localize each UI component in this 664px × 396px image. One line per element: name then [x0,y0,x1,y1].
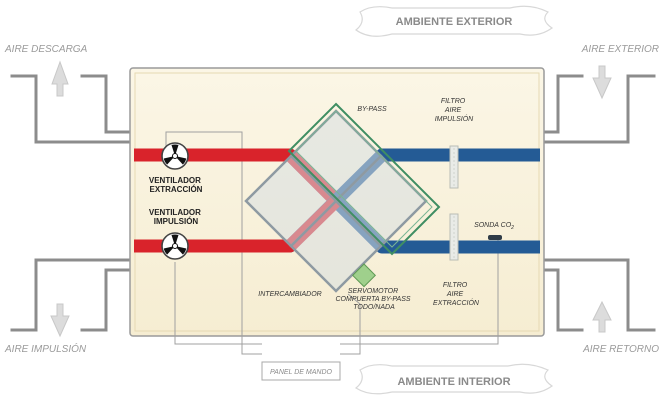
outdoor-label: AIRE EXTERIOR [581,44,659,55]
control-wiring [165,131,499,355]
interior-cloud [354,363,554,395]
extract-filter [449,213,459,261]
exterior-cloud [355,5,554,37]
supply-filter [449,145,459,189]
control-panel-box [261,361,341,381]
interior-zone-label: AMBIENTE INTERIOR [397,376,510,388]
control-panel-label: PANEL DE MANDO [270,369,333,376]
external-ducts [10,74,656,332]
discharge-arrow [51,60,69,97]
discharge-label: AIRE DESCARGA [4,44,88,55]
bypass-frame [287,102,441,256]
extract-fan-label: VENTILADOR EXTRACCIÓN [149,176,203,194]
exchanger-label: INTERCAMBIADOR [258,291,321,298]
supply-arrow [50,303,70,338]
supply-label: AIRE IMPULSIÓN [4,342,87,355]
supply-fan-label: VENTILADOR IMPULSIÓN [149,208,203,226]
exterior-zone-label: AMBIENTE EXTERIOR [396,16,513,28]
return-arrow [592,300,612,333]
servomotor-label: SERVOMOTOR COMPUERTA BY-PASS TODO/NADA [335,288,412,311]
co2-sensor [488,235,502,240]
outdoor-arrow [592,65,612,100]
return-label: AIRE RETORNO [582,344,659,355]
bypass-label: BY-PASS [357,106,387,113]
supply-filter-label: FILTRO AIRE IMPULSIÓN [435,98,474,123]
co2-sensor-label: SONDA CO2 [474,222,514,231]
extract-filter-label: FILTRO AIRE EXTRACCIÓN [433,282,480,307]
supply-fan-icon [161,232,189,260]
servomotor-box [351,263,377,288]
extract-fan-icon [161,142,189,170]
